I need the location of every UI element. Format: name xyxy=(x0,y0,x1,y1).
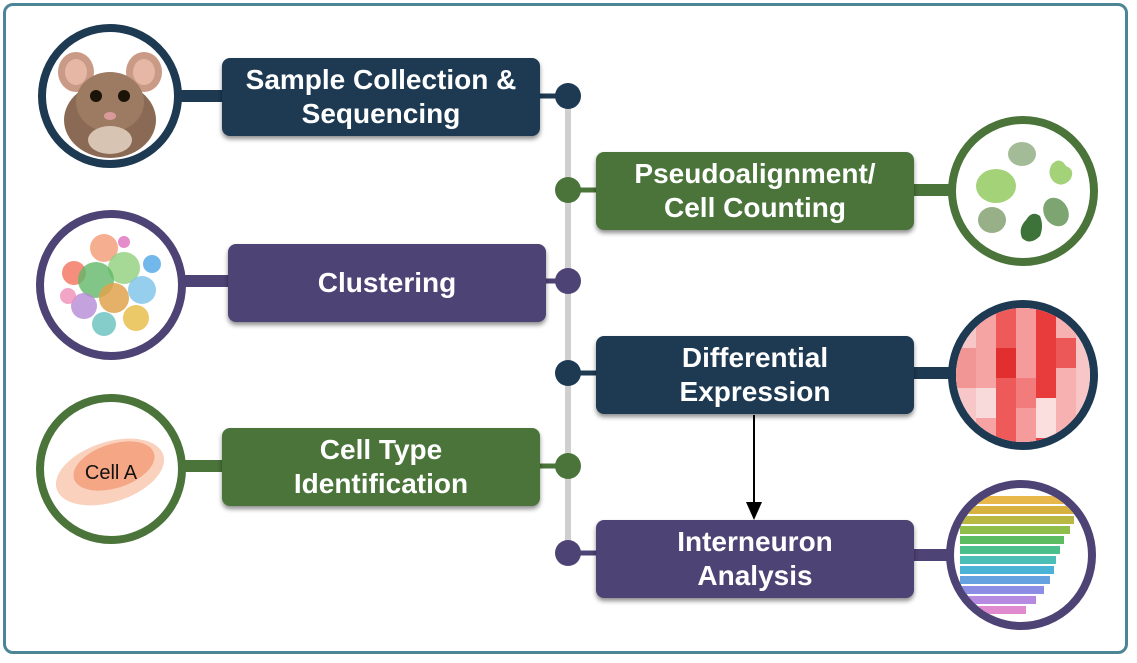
step-clustering: Clustering xyxy=(228,244,546,322)
heatmap-thumbnail xyxy=(948,300,1098,450)
mouse-icon xyxy=(58,52,162,158)
clustering-thumbnail xyxy=(36,210,186,360)
node-dot-sample xyxy=(555,83,581,109)
flow-arrow-head xyxy=(746,502,762,520)
interneuron-thumbnail xyxy=(946,480,1096,630)
rainbow-bar-chart-icon xyxy=(960,496,1080,614)
step-pseudoalignment: Pseudoalignment/ Cell Counting xyxy=(596,152,914,230)
node-dot-diffexp xyxy=(555,360,581,386)
step-interneuron-analysis: Interneuron Analysis xyxy=(596,520,914,598)
heatmap-icon xyxy=(956,308,1090,442)
cell-blobs-icon xyxy=(976,142,1073,242)
cell-a-label: Cell A xyxy=(84,462,138,484)
node-dot-clustering xyxy=(555,268,581,294)
mouse-thumbnail xyxy=(38,24,182,168)
step-differential-expression: Differential Expression xyxy=(596,336,914,414)
step-sample-collection: Sample Collection & Sequencing xyxy=(222,58,540,136)
cell-counting-thumbnail xyxy=(948,116,1098,266)
cell-type-thumbnail: Cell A xyxy=(36,394,186,544)
node-dot-interneuron xyxy=(555,540,581,566)
node-dot-celltype xyxy=(555,453,581,479)
cluster-scatter-icon xyxy=(60,234,161,336)
node-dot-pseudo xyxy=(555,177,581,203)
cell-cloud-icon xyxy=(55,438,165,506)
step-cell-type-identification: Cell Type Identification xyxy=(222,428,540,506)
